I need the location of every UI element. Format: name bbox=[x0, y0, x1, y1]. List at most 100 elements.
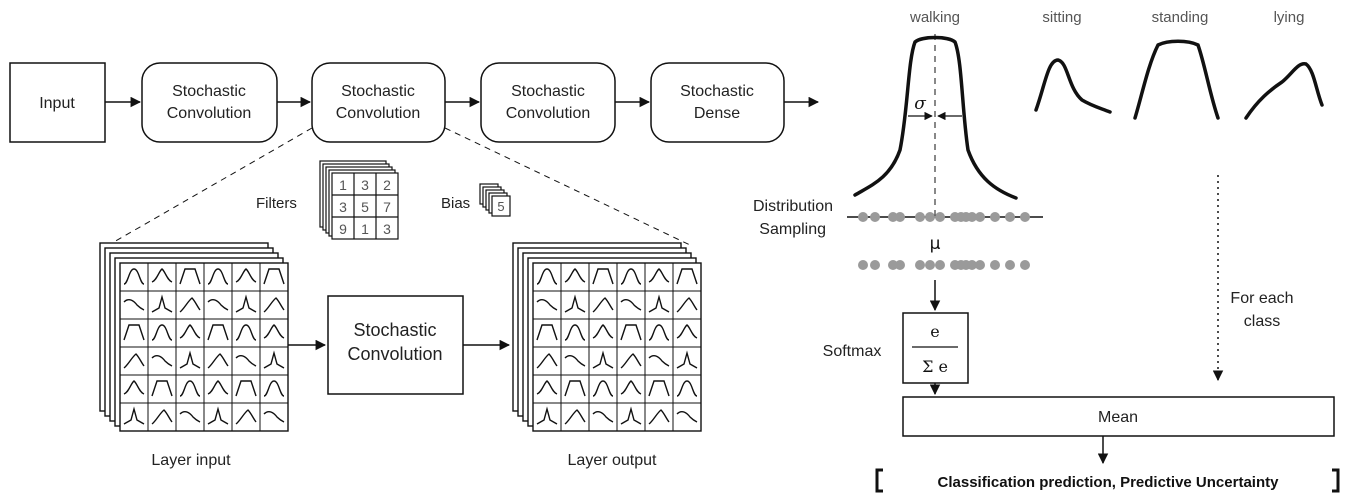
distribution-glyph bbox=[207, 268, 229, 285]
sample-dot bbox=[990, 212, 1000, 222]
distribution-glyph bbox=[235, 324, 257, 341]
filter-cell: 9 bbox=[339, 221, 347, 237]
bias-value: 5 bbox=[497, 199, 504, 214]
distribution-glyph bbox=[564, 294, 586, 313]
sample-dot bbox=[975, 260, 985, 270]
distribution-glyph bbox=[676, 268, 698, 285]
sample-dot bbox=[935, 260, 945, 270]
conv1-label-line2: Convolution bbox=[167, 105, 252, 122]
distribution-glyph bbox=[263, 297, 285, 313]
distribution-glyph bbox=[207, 298, 229, 311]
sample-dots-row-1 bbox=[858, 212, 1030, 222]
sample-dot bbox=[1020, 260, 1030, 270]
sampling-label-line2: Sampling bbox=[759, 221, 826, 238]
distribution-glyph bbox=[151, 409, 173, 425]
output-bracket-left bbox=[875, 468, 883, 493]
distribution-glyph bbox=[179, 410, 201, 423]
distribution-glyph bbox=[620, 298, 642, 311]
distribution-glyph bbox=[235, 354, 257, 367]
distribution-glyph bbox=[179, 268, 201, 285]
distribution-glyph bbox=[207, 324, 229, 341]
distribution-glyph bbox=[235, 268, 257, 283]
distribution-glyph bbox=[123, 380, 145, 395]
inner-conv-box bbox=[327, 295, 464, 395]
conv2-label-line1: Stochastic bbox=[341, 83, 415, 100]
distribution-glyph bbox=[564, 380, 586, 397]
for-each-class-line1: For each bbox=[1230, 290, 1293, 307]
zoom-line-left bbox=[99, 127, 313, 251]
distribution-glyph bbox=[676, 410, 698, 423]
distribution-glyph bbox=[592, 324, 614, 339]
distribution-glyph bbox=[151, 294, 173, 313]
distribution-glyph bbox=[179, 350, 201, 369]
distribution-glyph bbox=[648, 380, 670, 397]
bias-label: Bias bbox=[441, 195, 470, 212]
input-box bbox=[9, 62, 106, 143]
distribution-glyph bbox=[123, 298, 145, 311]
distribution-glyph bbox=[592, 268, 614, 285]
sample-dot bbox=[888, 260, 898, 270]
distribution-glyph bbox=[179, 297, 201, 313]
distribution-glyph bbox=[592, 410, 614, 423]
class-label-lying: lying bbox=[1274, 9, 1305, 26]
dense-label-line1: Stochastic bbox=[680, 83, 754, 100]
distribution-glyph bbox=[648, 294, 670, 313]
distribution-glyph bbox=[235, 409, 257, 425]
conv1-label-line1: Stochastic bbox=[172, 83, 246, 100]
softmax-numerator: e bbox=[930, 322, 939, 341]
conv2-box bbox=[311, 62, 446, 143]
sample-dot bbox=[967, 212, 977, 222]
distribution-glyph bbox=[620, 268, 642, 285]
distribution-glyph bbox=[263, 410, 285, 423]
distribution-glyph bbox=[676, 324, 698, 339]
output-label: Classification prediction, Predictive Un… bbox=[938, 474, 1280, 491]
distribution-glyph bbox=[564, 324, 586, 341]
class-label-standing: standing bbox=[1152, 9, 1209, 26]
sample-dot bbox=[915, 260, 925, 270]
filter-cell: 7 bbox=[383, 199, 391, 215]
distribution-glyph bbox=[676, 350, 698, 369]
distribution-glyph bbox=[592, 297, 614, 313]
distribution-glyph bbox=[263, 350, 285, 369]
distribution-glyph bbox=[151, 268, 173, 283]
distribution-glyph bbox=[536, 353, 558, 369]
sample-dot bbox=[1005, 260, 1015, 270]
for-each-class-line2: class bbox=[1244, 313, 1280, 330]
sample-dot bbox=[858, 212, 868, 222]
sample-dot bbox=[975, 212, 985, 222]
softmax-box bbox=[902, 312, 969, 384]
distribution-glyph bbox=[207, 406, 229, 425]
sitting-distribution-curve bbox=[1034, 58, 1112, 114]
conv2-label-line2: Convolution bbox=[336, 105, 421, 122]
distribution-glyph bbox=[620, 324, 642, 341]
conv1-box bbox=[141, 62, 278, 143]
distribution-glyph bbox=[564, 409, 586, 425]
inner-conv-label-line1: Stochastic bbox=[353, 320, 436, 340]
distribution-glyph bbox=[123, 406, 145, 425]
sample-dot bbox=[895, 260, 905, 270]
distribution-glyph bbox=[536, 380, 558, 395]
filter-cell: 1 bbox=[361, 221, 369, 237]
dense-label-line2: Dense bbox=[694, 105, 740, 122]
lying-distribution-curve bbox=[1244, 62, 1324, 120]
distribution-glyph bbox=[263, 324, 285, 339]
distribution-glyph bbox=[676, 380, 698, 397]
layer-output-stack bbox=[512, 242, 702, 432]
sample-dot bbox=[915, 212, 925, 222]
distribution-glyph bbox=[123, 353, 145, 369]
layer-input-label: Layer input bbox=[151, 452, 231, 469]
distribution-glyph bbox=[648, 268, 670, 283]
distribution-glyph bbox=[536, 324, 558, 341]
sample-dots-row-2 bbox=[858, 260, 1030, 270]
inner-conv-label-line2: Convolution bbox=[347, 344, 442, 364]
conv3-label-line1: Stochastic bbox=[511, 83, 585, 100]
dense-box bbox=[650, 62, 785, 143]
filter-cell: 3 bbox=[339, 199, 347, 215]
sample-dot bbox=[888, 212, 898, 222]
output-bracket-right bbox=[1332, 468, 1340, 493]
layer-input-stack bbox=[99, 242, 289, 432]
filters-stack: 1 3 2 3 5 7 9 1 3 bbox=[319, 160, 399, 240]
distribution-glyph bbox=[564, 268, 586, 283]
distribution-glyph bbox=[592, 380, 614, 397]
